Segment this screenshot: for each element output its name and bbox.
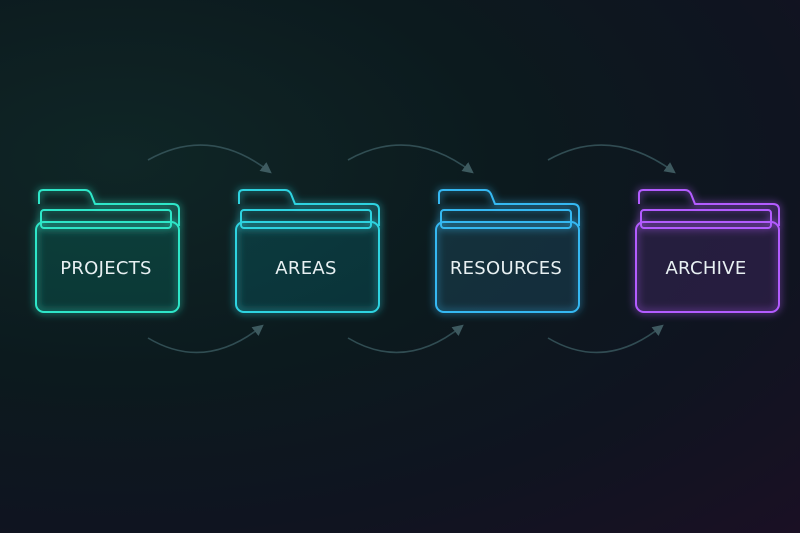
arrow-top-resources-archive — [547, 144, 676, 174]
arrow-bottom-areas-resources — [347, 324, 464, 354]
folder-projects[interactable]: PROJECTS — [35, 189, 180, 313]
folder-label: PROJECTS — [60, 258, 152, 279]
folder-label: ARCHIVE — [665, 258, 746, 279]
folder-label: AREAS — [275, 258, 336, 279]
arrow-bottom-resources-archive — [547, 324, 664, 354]
arrow-top-projects-areas — [147, 144, 272, 174]
connector-arrows — [147, 144, 676, 354]
folder-resources[interactable]: RESOURCES — [435, 189, 580, 313]
folder-archive[interactable]: ARCHIVE — [635, 189, 780, 313]
arrow-bottom-projects-areas — [147, 324, 264, 354]
folder-areas[interactable]: AREAS — [235, 189, 380, 313]
folder-icon — [635, 189, 780, 313]
folder-icon — [235, 189, 380, 313]
folder-icon — [435, 189, 580, 313]
arrow-top-areas-resources — [347, 144, 474, 174]
folder-label: RESOURCES — [450, 258, 562, 279]
folder-icon — [35, 189, 180, 313]
